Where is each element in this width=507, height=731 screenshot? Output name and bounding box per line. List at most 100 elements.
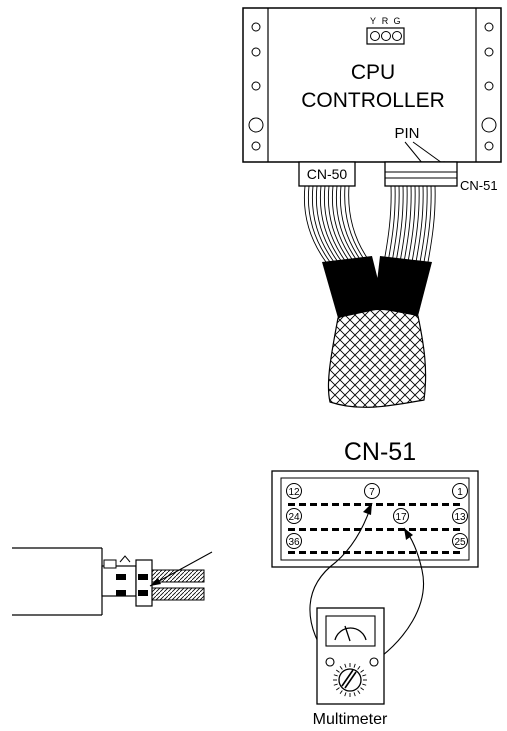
- dial-tick: [333, 683, 338, 686]
- pin-13-label: 13: [454, 512, 466, 523]
- dial-tick: [362, 674, 367, 677]
- pin-contact-row1: [387, 503, 394, 506]
- pin-contact-row2: [343, 528, 350, 531]
- pin-contact-row1: [365, 503, 372, 506]
- dial-tick: [344, 692, 347, 697]
- pin-contact-row1: [354, 503, 361, 506]
- pin-1: 1: [452, 483, 468, 499]
- cn-51-pinout: 12 7 1 24 17 13 36 25: [271, 470, 479, 568]
- connector-cn-50-label: CN-50: [307, 166, 348, 182]
- pin-12-label: 12: [288, 487, 300, 498]
- pin-contact-row1: [343, 503, 350, 506]
- controller-title-line1: CPU: [351, 61, 395, 84]
- pin-contact-row2: [288, 528, 295, 531]
- pin-contact-row2: [431, 528, 438, 531]
- dial-tick: [333, 674, 338, 677]
- dial-tick: [360, 687, 365, 691]
- pin-contact-row1: [442, 503, 449, 506]
- dial-tick: [344, 663, 347, 668]
- dial-tick: [335, 669, 340, 673]
- dial-tick: [339, 665, 343, 670]
- led-label-g: G: [393, 16, 400, 26]
- pin-7-label: 7: [369, 487, 375, 498]
- pin-24-label: 24: [288, 512, 300, 523]
- pin-contact-row2: [387, 528, 394, 531]
- probe-pointer-line: [149, 551, 213, 587]
- pin-contact-row1: [420, 503, 427, 506]
- dial-tick: [357, 665, 361, 670]
- pin-contact-row2: [299, 528, 306, 531]
- led-indicator: Y R G: [366, 16, 405, 45]
- connector-cn-50: CN-50: [298, 161, 356, 187]
- pin-17: 17: [393, 508, 409, 524]
- pin-contact-row3: [387, 551, 394, 554]
- terminal-latch: [103, 559, 117, 569]
- multimeter-label: Multimeter: [313, 711, 388, 728]
- ribbon-cable-left: [303, 185, 371, 263]
- connector-cn-51: CN-51: [384, 161, 498, 193]
- braided-cable-sleeve: [327, 308, 427, 408]
- pin-contact-row2: [365, 528, 372, 531]
- pin-contact-row3: [332, 551, 339, 554]
- pin-17-label: 17: [395, 512, 407, 523]
- pin-label: PIN: [394, 125, 419, 142]
- pin-contact-row3: [398, 551, 405, 554]
- controller-title-line2: CONTROLLER: [301, 89, 445, 112]
- multimeter-display: [325, 615, 376, 647]
- probe-jack-left: [325, 657, 335, 667]
- pin-25: 25: [452, 533, 468, 549]
- pin-contact-row3: [321, 551, 328, 554]
- pin-24: 24: [286, 508, 302, 524]
- pin-contact-row1: [288, 503, 295, 506]
- pin-contact-row3: [409, 551, 416, 554]
- pin-contact-row3: [376, 551, 383, 554]
- mounting-holes: [248, 22, 497, 151]
- pin-contact-row2: [420, 528, 427, 531]
- pin-contact-row3: [431, 551, 438, 554]
- terminal-shell: [135, 559, 153, 607]
- pin-contact-row2: [321, 528, 328, 531]
- led-label-r: R: [382, 16, 389, 26]
- test-lead-pin-17: [373, 527, 424, 663]
- test-leads: [309, 502, 424, 663]
- pin-contact-row3: [442, 551, 449, 554]
- pin-contact-row2: [398, 528, 405, 531]
- dial-tick: [339, 690, 343, 695]
- pin-contact-row1: [431, 503, 438, 506]
- pin-contact-row2: [354, 528, 361, 531]
- pin-contact-row3: [288, 551, 295, 554]
- pin-contact-row3: [299, 551, 306, 554]
- pin-contact-row2: [310, 528, 317, 531]
- pin-contact-row1: [453, 503, 460, 506]
- probe-tip-upper: [151, 569, 205, 583]
- dial-tick: [360, 669, 365, 673]
- terminal-probe-detail: [12, 547, 213, 616]
- ribbon-cable-right: [383, 185, 436, 263]
- pin-contact-row1: [332, 503, 339, 506]
- pin-contact-row3: [310, 551, 317, 554]
- pin-rows: [288, 503, 460, 554]
- pin-contact-row1: [409, 503, 416, 506]
- cpu-controller: Y R G CPU CONTROLLER PIN: [242, 7, 502, 176]
- led-label-y: Y: [370, 16, 376, 26]
- pin-36: 36: [286, 533, 302, 549]
- pin-contact-row1: [398, 503, 405, 506]
- test-lead-pin-7: [309, 502, 373, 663]
- pinout-title: CN-51: [344, 438, 416, 466]
- pin-contact-row3: [420, 551, 427, 554]
- pin-7: 7: [364, 483, 380, 499]
- pin-contact-row1: [321, 503, 328, 506]
- dial-tick: [353, 692, 356, 697]
- gauge-needle-icon: [344, 625, 351, 642]
- pin-contact-row1: [299, 503, 306, 506]
- pin-contact-row2: [376, 528, 383, 531]
- multimeter: [316, 607, 385, 705]
- dial-tick: [335, 687, 340, 691]
- probe-jack-right: [369, 657, 379, 667]
- pin-12: 12: [286, 483, 302, 499]
- pin-25-label: 25: [454, 537, 466, 548]
- pin-contact-row3: [354, 551, 361, 554]
- dial-tick: [362, 683, 367, 686]
- gauge-arc-icon: [334, 627, 367, 641]
